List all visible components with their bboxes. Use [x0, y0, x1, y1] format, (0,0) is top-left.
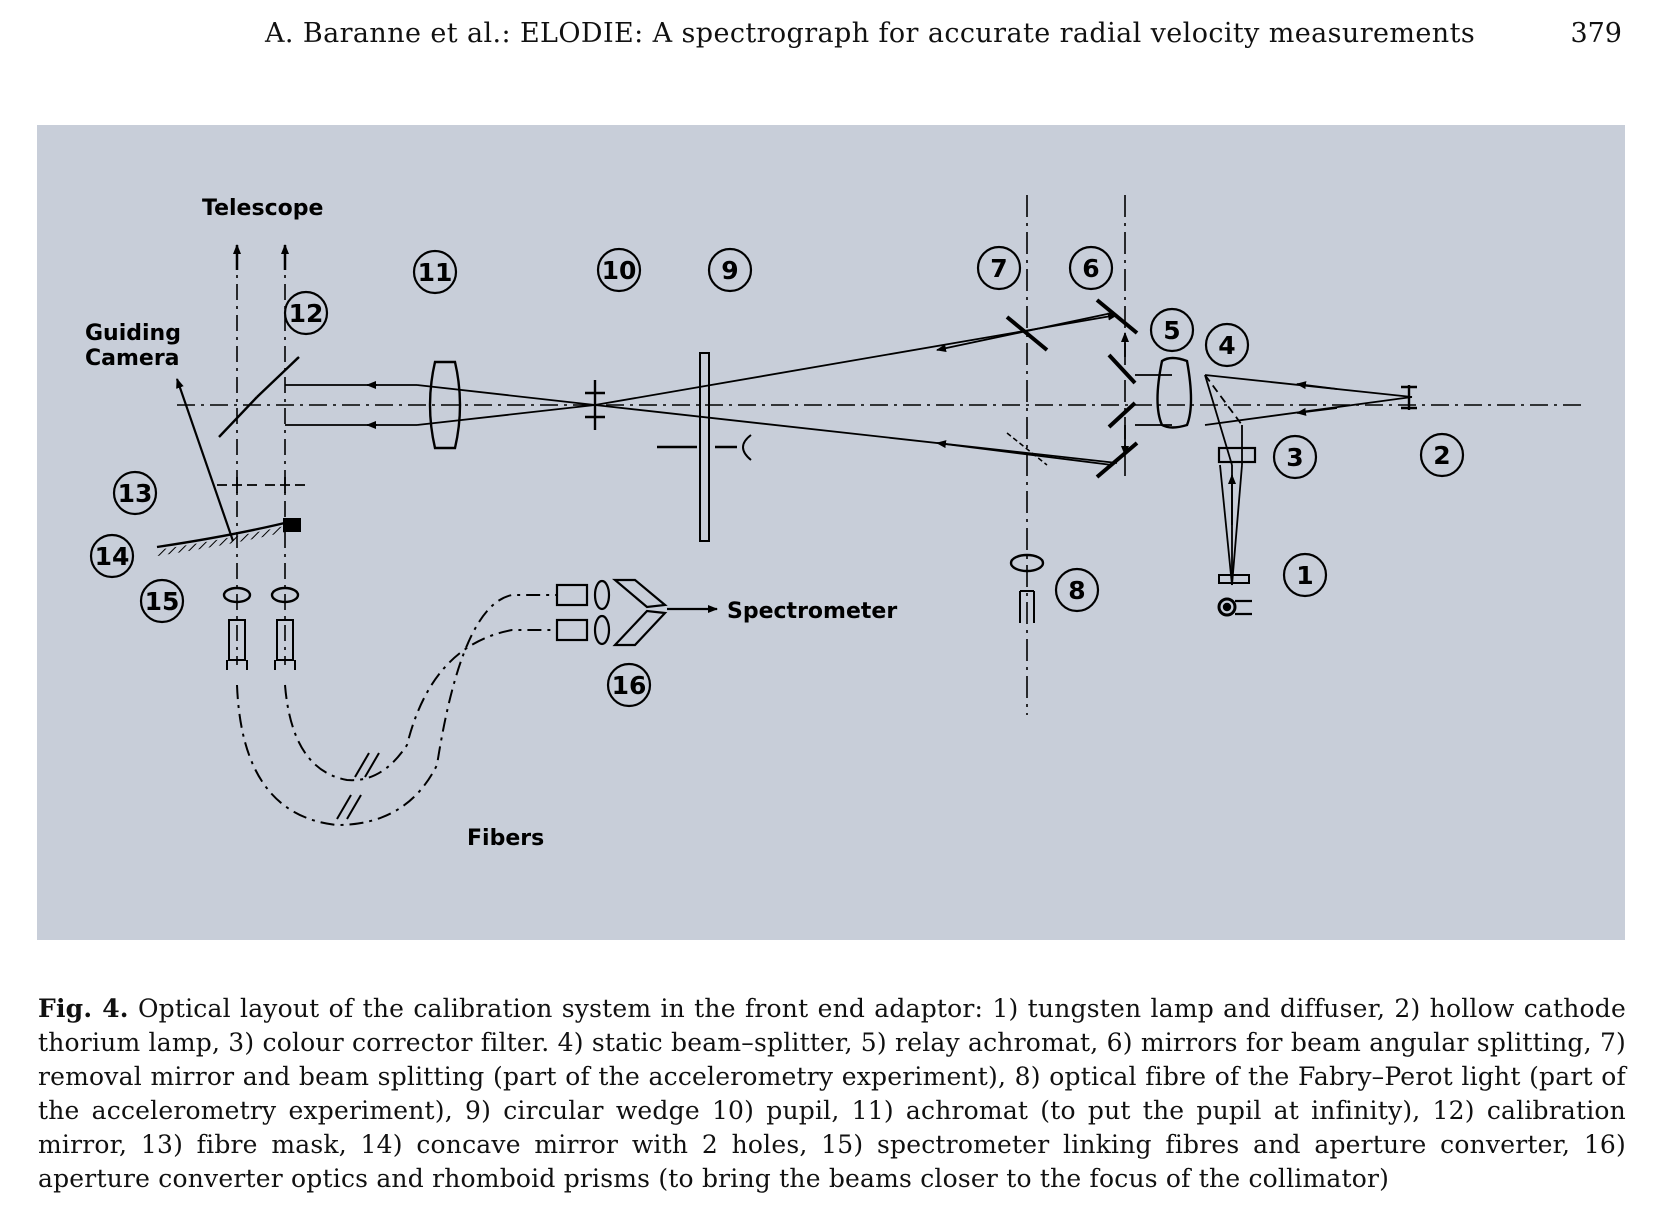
callout-15: 15: [145, 587, 180, 616]
fiber-breaks: [336, 752, 380, 820]
label-spectrometer: Spectrometer: [727, 599, 897, 624]
callout-3: 3: [1286, 443, 1303, 472]
label-fibers: Fibers: [467, 826, 544, 851]
telescope-arrows: [233, 244, 289, 270]
figure-caption: Fig. 4. Optical layout of the calibratio…: [38, 992, 1626, 1196]
label-camera: Camera: [85, 346, 180, 371]
callout-circles: [89, 245, 1465, 708]
aperture-converter-16: [555, 578, 718, 647]
callout-6: 6: [1082, 254, 1099, 283]
callout-2: 2: [1433, 441, 1450, 470]
running-head: A. Baranne et al.: ELODIE: A spectrograp…: [265, 18, 1476, 49]
page-number: 379: [1570, 18, 1622, 49]
callout-10: 10: [602, 256, 637, 285]
optical-components: [156, 298, 1417, 670]
callout-16: 16: [612, 671, 647, 700]
callout-7: 7: [990, 254, 1007, 283]
relay-achromat-lens-5: [1156, 356, 1193, 429]
figure-panel: 1 2 3 4 5 6 7 8 9 10 11 12 13 14 15 16 T…: [37, 125, 1625, 940]
callout-14: 14: [95, 542, 130, 571]
callout-13: 13: [118, 479, 153, 508]
optical-axes: [177, 195, 1582, 715]
callout-8: 8: [1068, 576, 1085, 605]
callout-1: 1: [1296, 561, 1313, 590]
callout-12: 12: [289, 299, 324, 328]
callout-9: 9: [721, 256, 738, 285]
optical-layout-diagram: 1 2 3 4 5 6 7 8 9 10 11 12 13 14 15 16 T…: [85, 195, 1582, 851]
figure-caption-label: Fig. 4.: [38, 994, 129, 1023]
figure-labels: Telescope Guiding Camera Spectrometer Fi…: [85, 196, 897, 851]
callout-5: 5: [1163, 316, 1180, 345]
label-telescope: Telescope: [202, 196, 323, 221]
callout-4: 4: [1218, 331, 1235, 360]
callout-numbers: 1 2 3 4 5 6 7 8 9 10 11 12 13 14 15 16: [95, 254, 1451, 700]
label-guiding: Guiding: [85, 321, 181, 346]
fibers: [236, 594, 557, 827]
figure-caption-text: Optical layout of the calibration system…: [38, 994, 1626, 1193]
achromat-lens-11: [428, 360, 462, 450]
callout-11: 11: [418, 258, 453, 287]
